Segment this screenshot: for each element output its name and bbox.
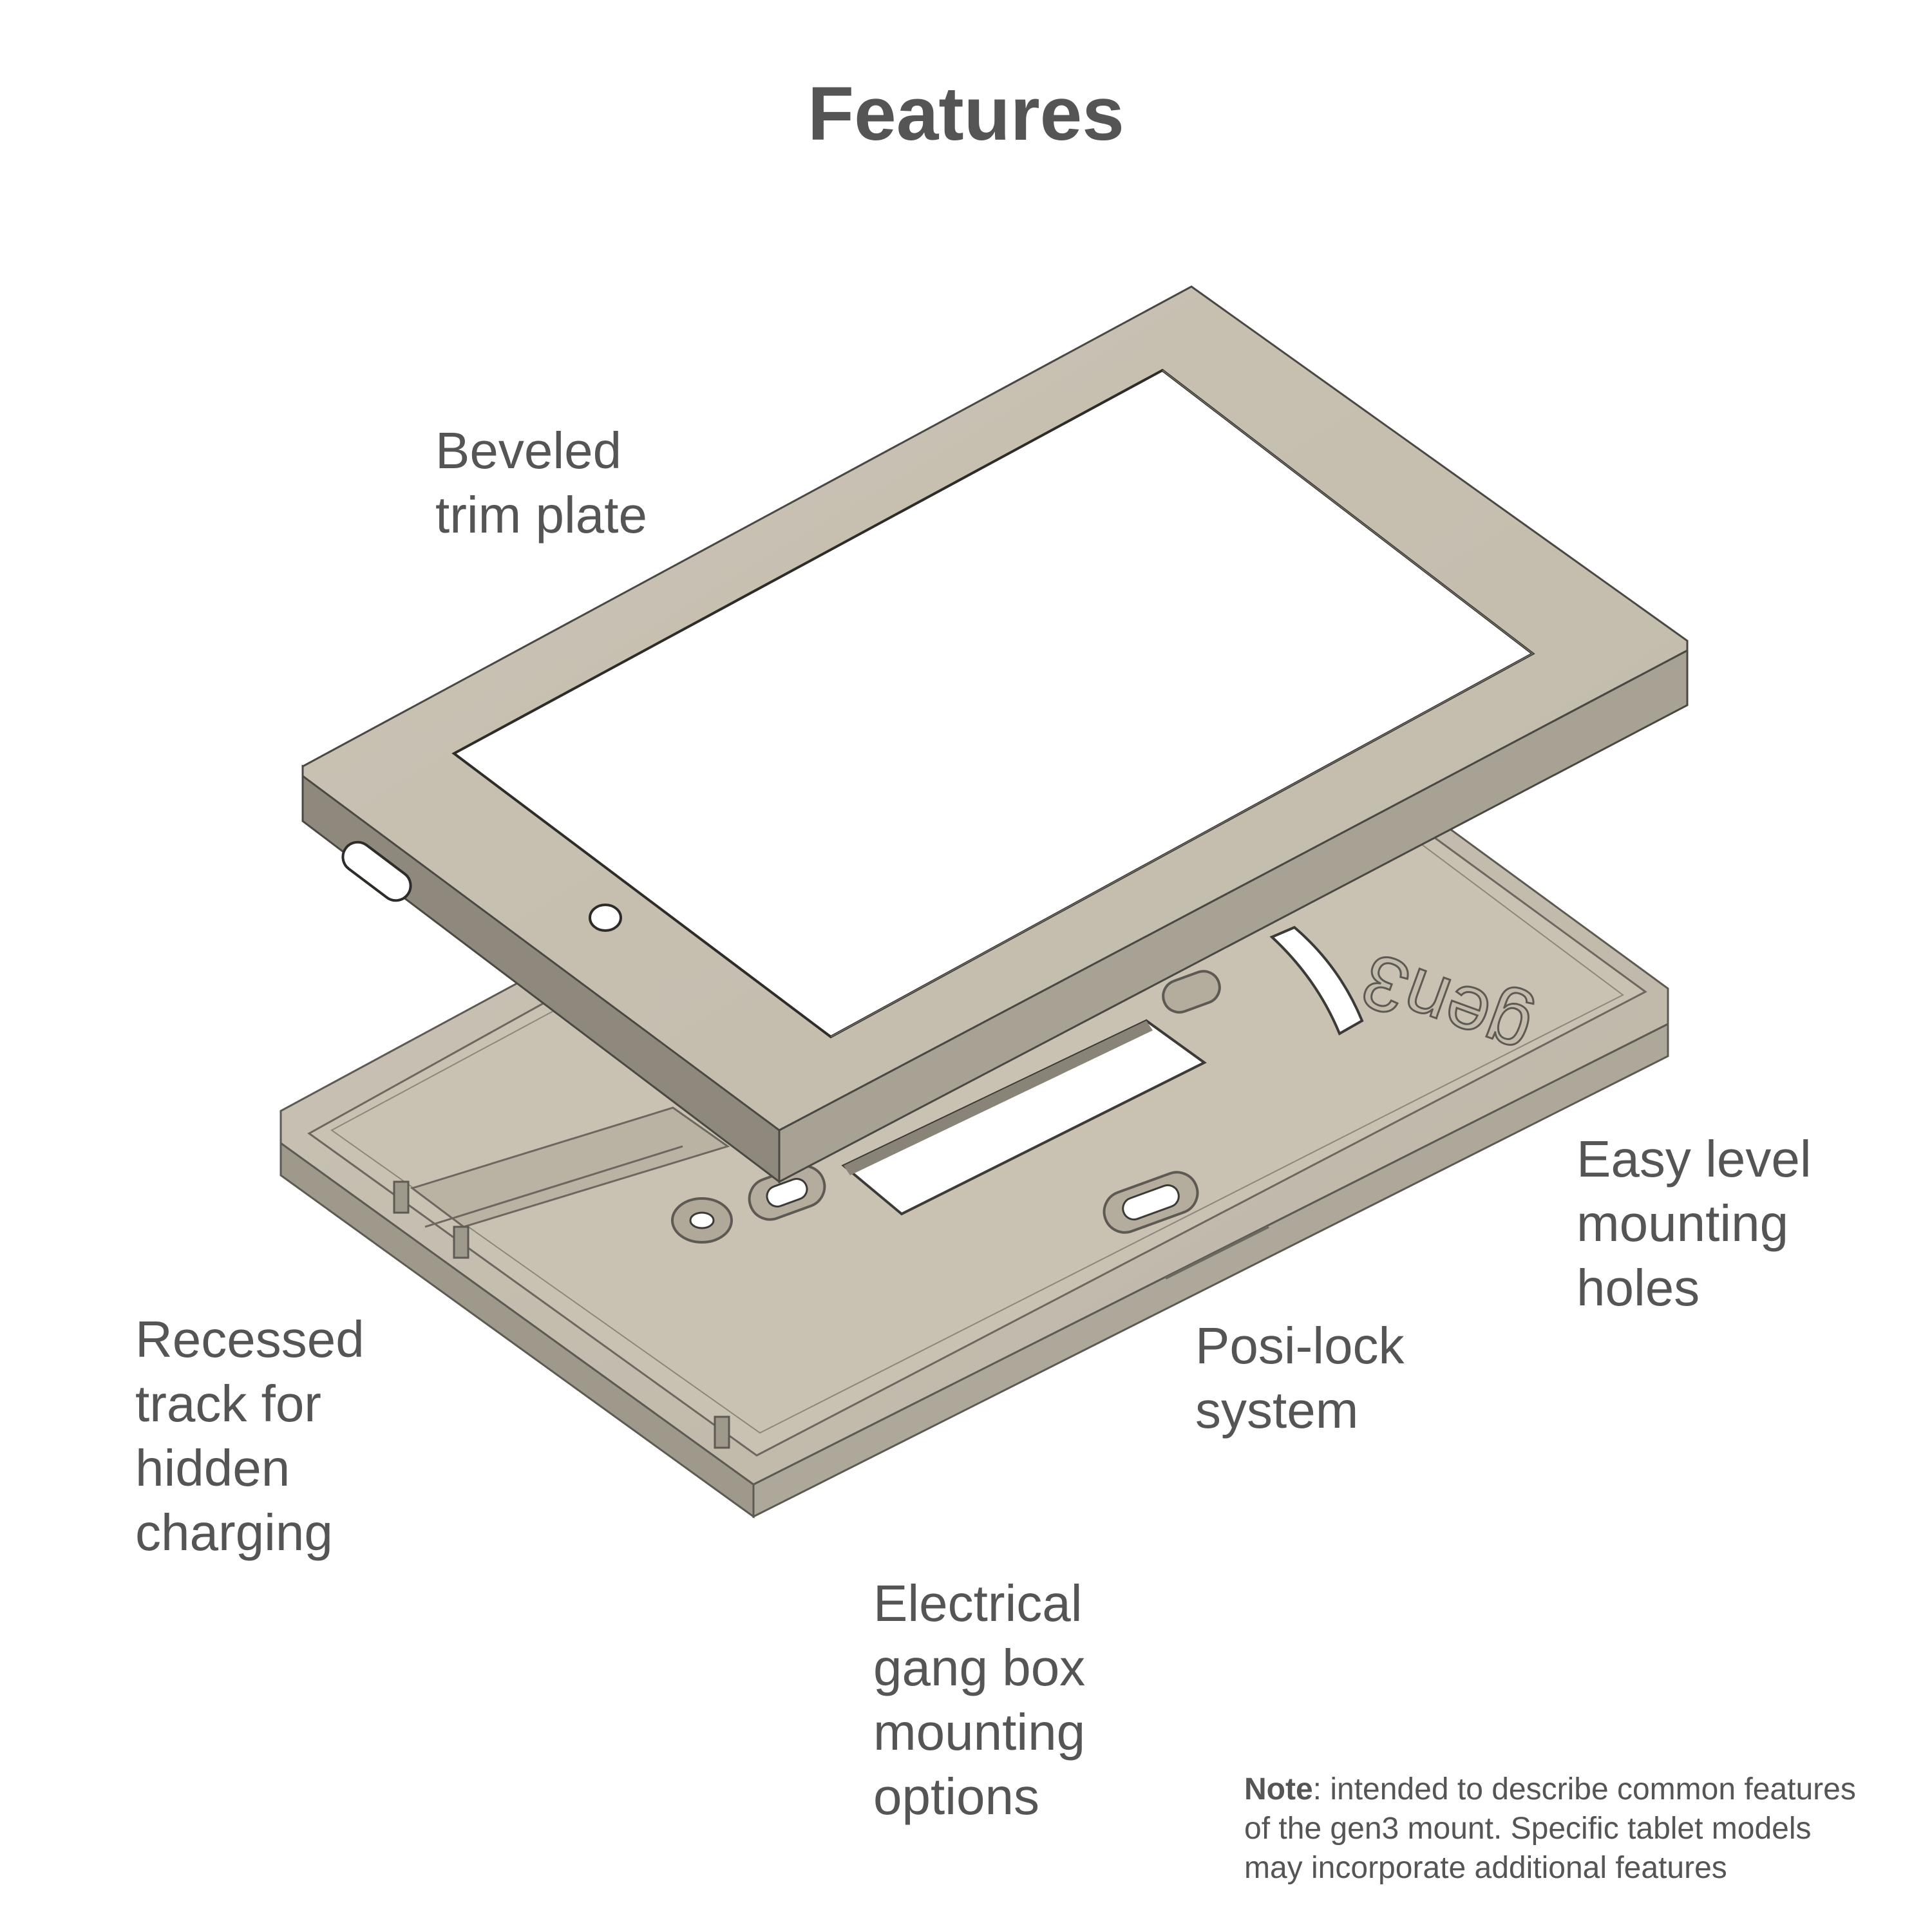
side-round-hole — [589, 904, 622, 932]
callout-posi-lock-line-1: Posi-lock — [1195, 1317, 1405, 1374]
trim-plate — [301, 285, 1689, 1184]
callout-gang-box-line-4: options — [873, 1768, 1039, 1825]
footnote-text-1: : intended to describe common features — [1312, 1772, 1856, 1806]
footnote-label: Note — [1244, 1772, 1313, 1806]
callout-recessed-track-line-4: charging — [135, 1504, 333, 1561]
callout-trim-plate-line-1: Beveled — [435, 422, 622, 479]
callout-recessed-track: Recessed track for hidden charging — [135, 1307, 365, 1565]
rim-notch-2 — [453, 1226, 469, 1259]
recessed-charging-track — [410, 1106, 730, 1228]
rim-notch-1 — [393, 1180, 410, 1214]
callout-level-holes-line-2: mounting — [1577, 1195, 1789, 1252]
level-mounting-hole-left — [748, 1164, 826, 1221]
level-mounting-hole-center — [1162, 970, 1221, 1014]
callout-gang-box-line-3: mounting — [873, 1703, 1086, 1761]
posi-lock-slot — [1269, 925, 1364, 1036]
callout-posi-lock-line-2: system — [1195, 1381, 1359, 1439]
footnote-line-3: may incorporate additional features — [1244, 1851, 1727, 1885]
level-mounting-hole-right — [1103, 1171, 1199, 1234]
track-edge — [424, 1145, 683, 1228]
rim-slot-front — [1165, 1226, 1269, 1280]
callout-trim-plate-line-2: trim plate — [435, 486, 647, 544]
callout-level-holes-line-1: Easy level — [1577, 1130, 1812, 1188]
rim-notch-3 — [714, 1416, 730, 1449]
callout-recessed-track-line-3: hidden — [135, 1439, 290, 1497]
side-port-slot — [341, 840, 412, 902]
page-title: Features — [808, 71, 1124, 156]
footnote: Note: intended to describe common featur… — [1244, 1770, 1908, 1888]
trim-plate-bevel — [830, 370, 1534, 1037]
callout-trim-plate: Beveled trim plate — [435, 419, 647, 547]
gang-box-opening-wall — [844, 1021, 1153, 1175]
callout-recessed-track-line-1: Recessed — [135, 1311, 365, 1368]
callout-level-holes-line-3: holes — [1577, 1259, 1700, 1316]
callout-recessed-track-line-2: track for — [135, 1375, 321, 1432]
callout-level-holes: Easy level mounting holes — [1577, 1127, 1812, 1320]
callout-posi-lock: Posi-lock system — [1195, 1314, 1405, 1443]
callout-gang-box-line-1: Electrical — [873, 1575, 1083, 1632]
callout-gang-box-line-2: gang box — [873, 1639, 1086, 1696]
footnote-line-2: of the gen3 mount. Specific tablet model… — [1244, 1812, 1812, 1846]
footnote-line-1: Note: intended to describe common featur… — [1244, 1770, 1908, 1809]
countersunk-hole — [671, 1197, 733, 1244]
callout-gang-box: Electrical gang box mounting options — [873, 1571, 1085, 1829]
